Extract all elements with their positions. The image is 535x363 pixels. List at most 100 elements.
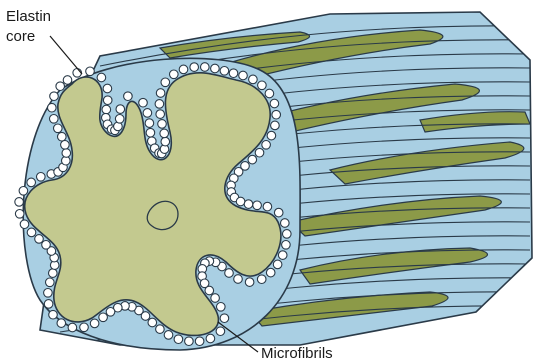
microfibril-bead xyxy=(281,219,290,228)
microfibril-bead xyxy=(211,64,220,73)
microfibril-bead xyxy=(160,129,169,138)
microfibril-bead xyxy=(234,275,243,284)
microfibril-bead xyxy=(61,141,70,150)
microfibril-bead xyxy=(116,105,125,114)
microfibril-bead xyxy=(156,325,165,334)
microfibril-bead xyxy=(103,96,112,105)
microfibril-bead xyxy=(50,115,59,124)
microfibril-bead xyxy=(185,337,194,346)
microfibril-bead xyxy=(216,327,225,336)
microfibril-bead xyxy=(267,131,276,140)
microfibril-bead xyxy=(19,187,28,196)
microfibril-bead xyxy=(102,105,111,114)
microfibril-bead xyxy=(68,323,77,332)
microfibril-bead xyxy=(106,308,115,317)
microfibril-bead xyxy=(148,318,157,327)
microfibril-bead xyxy=(44,300,53,309)
microfibril-bead xyxy=(174,335,183,344)
microfibril-bead xyxy=(99,313,108,322)
microfibril-bead xyxy=(211,294,220,303)
microfibril-bead xyxy=(27,228,36,237)
microfibril-bead xyxy=(257,275,266,284)
microfibril-bead xyxy=(220,314,229,323)
microfibril-bead xyxy=(44,289,53,298)
microfibril-bead xyxy=(97,73,106,82)
microfibril-bead xyxy=(229,69,238,78)
microfibril-bead xyxy=(145,119,154,128)
label-elastin-line2: core xyxy=(6,28,35,45)
microfibril-bead xyxy=(272,110,281,119)
microfibril-bead xyxy=(80,323,89,332)
microfibril-bead xyxy=(124,92,133,101)
microfibril-bead xyxy=(158,120,167,129)
microfibril-bead xyxy=(156,110,165,119)
microfibril-bead xyxy=(249,75,258,84)
microfibril-bead xyxy=(15,210,24,219)
microfibril-bead xyxy=(217,303,226,312)
microfibril-bead xyxy=(278,251,287,260)
microfibril-bead xyxy=(248,155,257,164)
microfibril-bead xyxy=(58,132,67,141)
microfibril-bead xyxy=(274,208,283,217)
microfibril-bead xyxy=(258,81,267,90)
elastin-leader-line xyxy=(50,36,82,74)
microfibril-bead xyxy=(146,128,155,137)
microfibril-bead xyxy=(244,200,253,209)
microfibril-bead xyxy=(62,149,71,158)
microfibril-bead xyxy=(42,241,51,250)
microfibril-bead xyxy=(255,148,264,157)
microfibril-bead xyxy=(156,89,165,98)
microfibril-bead xyxy=(282,241,291,250)
microfibril-bead xyxy=(201,63,210,72)
microfibril-bead xyxy=(195,337,204,346)
microfibril-bead xyxy=(239,71,248,80)
microfibril-bead xyxy=(161,78,170,87)
microfibril-bead xyxy=(262,141,271,150)
microfibril-bead xyxy=(49,269,58,278)
microfibril-bead xyxy=(57,319,66,328)
cross-section-face xyxy=(15,58,300,350)
microfibril-bead xyxy=(46,278,55,287)
microfibril-bead xyxy=(90,319,99,328)
microfibril-bead xyxy=(236,197,245,206)
microfibril-bead xyxy=(190,63,199,72)
microfibril-bead xyxy=(48,103,57,112)
microfibril-bead xyxy=(220,67,229,76)
microfibril-bead xyxy=(245,278,254,287)
microfibril-bead xyxy=(205,286,214,295)
microfibril-bead xyxy=(265,89,274,98)
microfibril-bead xyxy=(115,115,124,124)
microfibril-bead xyxy=(179,65,188,74)
microfibril-bead xyxy=(253,201,262,210)
microfibril-bead xyxy=(266,268,275,277)
microfibril-bead xyxy=(50,92,59,101)
microfibril-bead xyxy=(56,82,65,91)
label-microfibrils: Microfibrils xyxy=(261,345,333,362)
microfibril-bead xyxy=(161,137,170,146)
microfibril-bead xyxy=(49,310,58,319)
microfibril-bead xyxy=(86,67,95,76)
microfibril-bead xyxy=(164,331,173,340)
microfibril-bead xyxy=(225,269,234,278)
microfibril-bead xyxy=(170,70,179,79)
microfibril-bead xyxy=(139,98,148,107)
microfibril-bead xyxy=(143,109,152,118)
microfibril-bead xyxy=(273,260,282,269)
label-elastin-line1: Elastin xyxy=(6,8,51,25)
microfibril-bead xyxy=(155,100,164,109)
microfibril-bead xyxy=(206,334,215,343)
microfibril-bead xyxy=(37,173,46,182)
microfibril-bead xyxy=(35,235,44,244)
microfibril-bead xyxy=(20,220,29,229)
label-elastin-core: Elastin core xyxy=(6,8,82,74)
microfibril-bead xyxy=(283,230,292,239)
microfibril-bead xyxy=(54,124,63,133)
microfibril-bead xyxy=(15,198,24,207)
microfibril-bead xyxy=(263,202,272,211)
microfibril-bead xyxy=(103,84,112,93)
microfibril-bead xyxy=(63,76,72,85)
microfibril-bead xyxy=(270,99,279,108)
microfibril-bead xyxy=(271,121,280,130)
microfibril-bead xyxy=(27,178,36,187)
